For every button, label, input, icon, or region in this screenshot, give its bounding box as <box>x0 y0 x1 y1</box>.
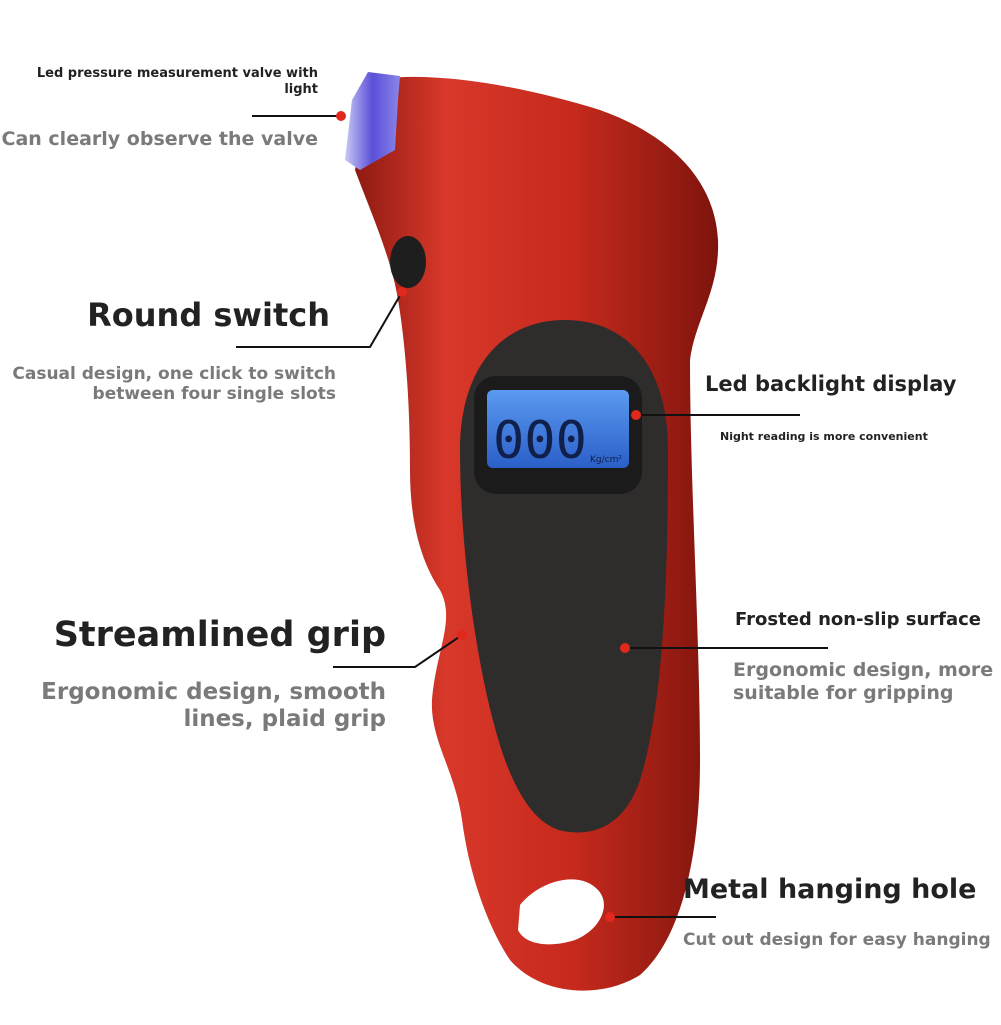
valve-dot <box>336 111 346 121</box>
valve-title: Led pressure measurement valve with ligh… <box>37 66 318 98</box>
valve-title-line1: Led pressure measurement valve with <box>36 66 318 81</box>
switch-leader-line <box>236 291 403 348</box>
lcd-screen <box>487 390 629 468</box>
callout-lines <box>236 115 828 918</box>
surface-title: Frosted non-slip surface <box>735 609 981 630</box>
surface-desc: Ergonomic design, more suitable for grip… <box>733 659 993 705</box>
grip-title: Streamlined grip <box>53 615 386 655</box>
display-dot <box>631 410 641 420</box>
surface-desc-line2: suitable for gripping <box>733 682 954 704</box>
hole-dot <box>605 912 615 922</box>
display-title: Led backlight display <box>705 372 957 396</box>
display-desc: Night reading is more convenient <box>720 430 928 443</box>
switch-desc-line1: Casual design, one click to switch <box>12 364 336 384</box>
hole-desc: Cut out design for easy hanging <box>683 930 991 950</box>
valve-title-line2: light <box>284 82 318 97</box>
round-switch-button[interactable] <box>390 236 426 288</box>
grip-leader-line <box>333 634 463 668</box>
switch-title: Round switch <box>87 296 330 334</box>
surface-dot <box>620 643 630 653</box>
switch-dot <box>397 287 407 297</box>
switch-desc-line2: between four single slots <box>92 384 336 404</box>
lcd-reading: 000 <box>493 411 587 471</box>
callout-dots <box>336 111 641 922</box>
lcd-unit: Kg/cm² <box>590 455 622 465</box>
grip-desc-line2: lines, plaid grip <box>183 706 386 732</box>
grip-desc: Ergonomic design, smooth lines, plaid gr… <box>41 679 386 733</box>
grip-dot <box>457 630 467 640</box>
grip-desc-line1: Ergonomic design, smooth <box>41 679 386 705</box>
hanging-hole <box>518 879 604 945</box>
hole-title: Metal hanging hole <box>683 874 977 905</box>
valve-nozzle <box>345 72 400 170</box>
valve-desc: Can clearly observe the valve <box>1 128 318 150</box>
switch-desc: Casual design, one click to switch betwe… <box>12 364 336 404</box>
surface-desc-line1: Ergonomic design, more <box>733 659 994 681</box>
